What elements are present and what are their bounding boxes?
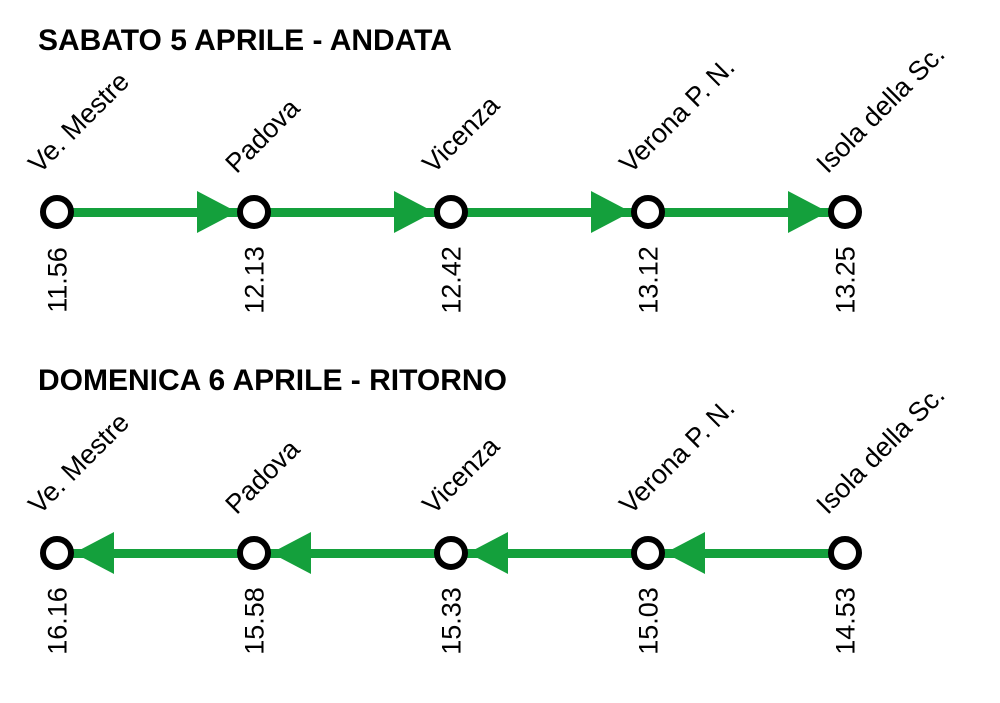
departure-time: 15.33 [436, 587, 467, 655]
station-circle [40, 195, 74, 229]
station-circle [237, 195, 271, 229]
station-circle [237, 536, 271, 570]
arrow-left-icon [665, 532, 705, 574]
station-circle [828, 536, 862, 570]
departure-time: 15.03 [633, 587, 664, 655]
route-line-segment [254, 208, 451, 217]
station-circle [631, 536, 665, 570]
arrow-right-icon [394, 191, 434, 233]
station-circle [434, 536, 468, 570]
departure-time: 12.42 [436, 246, 467, 314]
station-label: Ve. Mestre [22, 66, 135, 179]
arrow-right-icon [591, 191, 631, 233]
departure-time: 12.13 [239, 246, 270, 314]
route-line-segment [57, 549, 254, 558]
departure-time: 13.25 [830, 246, 861, 314]
arrow-right-icon [197, 191, 237, 233]
section-title-andata: SABATO 5 APRILE - ANDATA [38, 24, 452, 57]
departure-time: 14.53 [830, 587, 861, 655]
station-circle [631, 195, 665, 229]
route-line-segment [57, 208, 254, 217]
route-line-segment [648, 549, 845, 558]
section-title-ritorno: DOMENICA 6 APRILE - RITORNO [38, 364, 507, 397]
station-label: Vicenza [416, 430, 506, 520]
station-label: Vicenza [416, 89, 506, 179]
station-circle [828, 195, 862, 229]
station-label: Verona P. N. [613, 51, 741, 179]
station-label: Isola della Sc. [810, 38, 951, 179]
departure-time: 11.56 [42, 247, 73, 313]
station-label: Isola della Sc. [810, 379, 951, 520]
station-circle [434, 195, 468, 229]
route-line-segment [451, 549, 648, 558]
arrow-right-icon [788, 191, 828, 233]
route-line-segment [648, 208, 845, 217]
route-line-segment [254, 549, 451, 558]
arrow-left-icon [74, 532, 114, 574]
station-label: Verona P. N. [613, 392, 741, 520]
departure-time: 15.58 [239, 587, 270, 655]
station-label: Padova [219, 433, 306, 520]
departure-time: 13.12 [633, 246, 664, 314]
route-line-segment [451, 208, 648, 217]
station-circle [40, 536, 74, 570]
station-label: Ve. Mestre [22, 407, 135, 520]
arrow-left-icon [271, 532, 311, 574]
arrow-left-icon [468, 532, 508, 574]
station-label: Padova [219, 92, 306, 179]
departure-time: 16.16 [42, 587, 73, 655]
